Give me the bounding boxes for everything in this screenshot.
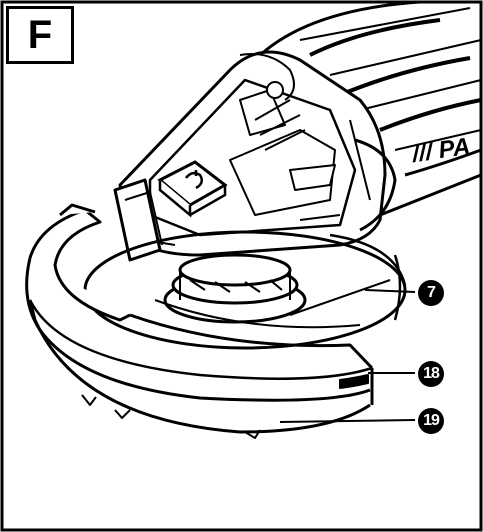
panel-label: F	[6, 6, 74, 64]
leader-line-19	[279, 419, 416, 423]
leader-line-7	[364, 289, 416, 293]
guard-clamp	[113, 178, 163, 262]
callout-7: 7	[418, 280, 444, 306]
callout-19: 19	[418, 408, 444, 434]
spindle-flange	[163, 253, 307, 324]
spindle-lock-button	[157, 160, 228, 218]
callout-18: 18	[418, 361, 444, 387]
